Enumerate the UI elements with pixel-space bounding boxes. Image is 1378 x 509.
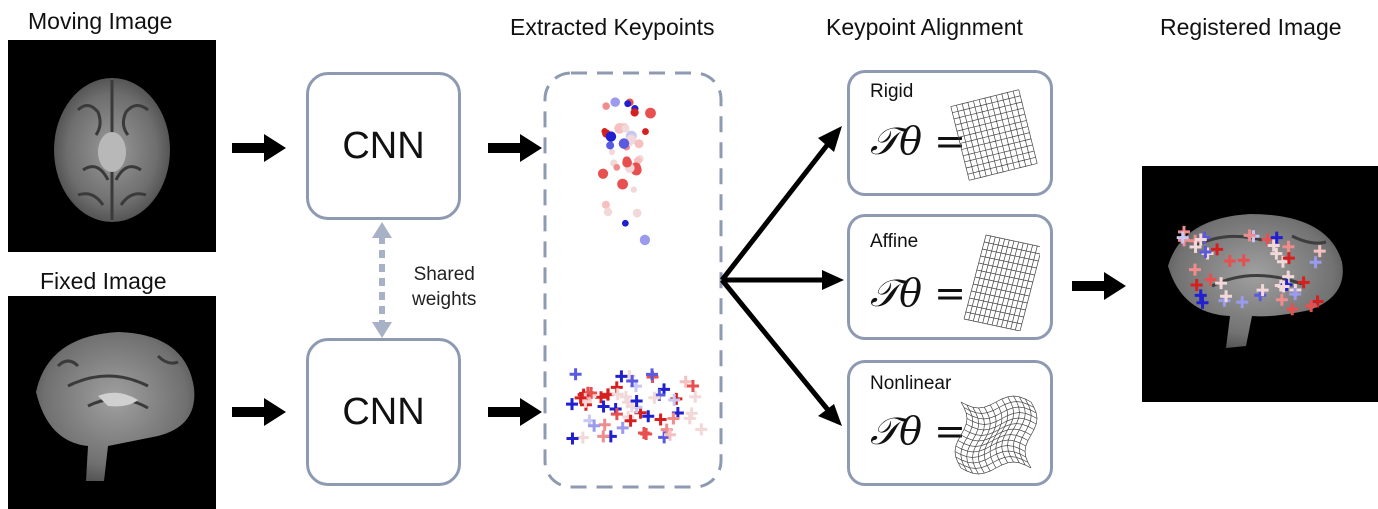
branch-arrows	[720, 126, 844, 426]
extracted-keypoints-title: Extracted Keypoints	[510, 14, 715, 40]
moving-image-title: Moving Image	[28, 8, 173, 34]
keypoints-panel	[543, 71, 723, 489]
affine-box: Affine 𝒯θ =	[847, 214, 1053, 340]
cnn-bottom-label: CNN	[342, 390, 425, 433]
affine-formula: 𝒯θ =	[870, 271, 966, 315]
arrow-cnn-top-to-keypoints	[488, 134, 542, 162]
nonlinear-label: Nonlinear	[870, 373, 952, 394]
shared-weights-line2: weights	[412, 289, 477, 310]
registered-image	[1142, 166, 1378, 402]
moving-keypoints	[597, 97, 656, 246]
nonlinear-grid-icon	[954, 395, 1038, 475]
shared-weights-line1: Shared	[413, 264, 475, 285]
arrow-moving-to-cnn	[232, 134, 286, 162]
rigid-grid-icon	[950, 89, 1038, 181]
moving-image	[8, 40, 216, 252]
rigid-formula: 𝒯θ =	[870, 119, 966, 163]
cnn-bottom-box: CNN	[306, 338, 461, 486]
arrow-fixed-to-cnn	[232, 398, 286, 426]
shared-weights-arrow	[372, 222, 392, 338]
arrow-cnn-bottom-to-keypoints	[488, 398, 542, 426]
cnn-top-label: CNN	[342, 124, 425, 167]
nonlinear-box: Nonlinear 𝒯θ =	[847, 360, 1053, 486]
fixed-image	[8, 296, 216, 509]
rigid-box: Rigid 𝒯θ =	[847, 70, 1053, 196]
shared-weights-label: Shared weights	[412, 262, 476, 312]
fixed-keypoints	[566, 368, 708, 445]
cnn-top-box: CNN	[306, 72, 461, 220]
arrow-to-registered	[1072, 272, 1126, 300]
rigid-label: Rigid	[870, 81, 914, 102]
nonlinear-formula: 𝒯θ =	[870, 409, 966, 453]
affine-label: Affine	[870, 231, 919, 252]
registered-image-title: Registered Image	[1160, 14, 1342, 40]
affine-grid-icon	[963, 234, 1040, 331]
keypoint-alignment-title: Keypoint Alignment	[826, 14, 1023, 40]
fixed-image-title: Fixed Image	[40, 268, 167, 294]
